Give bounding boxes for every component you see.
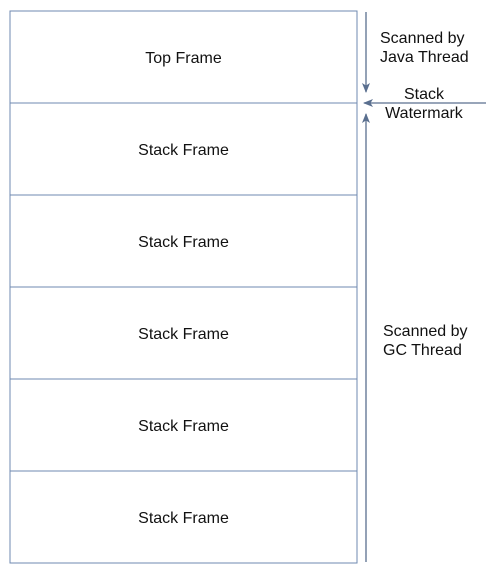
stack-frame-box: [9, 378, 358, 472]
stack-frame-label: Stack Frame: [138, 234, 229, 251]
gc-thread-scan-label: Scanned by GC Thread: [383, 322, 468, 360]
java-scan-line2: Java Thread: [380, 49, 469, 66]
stack-frame-label: Stack Frame: [138, 142, 229, 159]
stack-frame-box: [9, 470, 358, 564]
watermark-line1: Stack: [403, 86, 444, 103]
gc-scan-line1: Scanned by: [383, 323, 468, 340]
stack-frame-label: Stack Frame: [138, 418, 229, 435]
watermark-line2: Watermark: [385, 105, 463, 122]
java-thread-scan-label: Scanned by Java Thread: [380, 29, 469, 67]
top-frame-label: Top Frame: [145, 50, 222, 67]
java-scan-line1: Scanned by: [380, 30, 465, 47]
stack-frame-label: Stack Frame: [138, 326, 229, 343]
stack-frame-label: Stack Frame: [138, 510, 229, 527]
stack-watermark-label: Stack Watermark: [383, 85, 465, 123]
stack-frame-box: [9, 194, 358, 288]
gc-scan-line2: GC Thread: [383, 342, 462, 359]
stack-frame-box: [9, 286, 358, 380]
top-frame-box: [9, 10, 358, 104]
